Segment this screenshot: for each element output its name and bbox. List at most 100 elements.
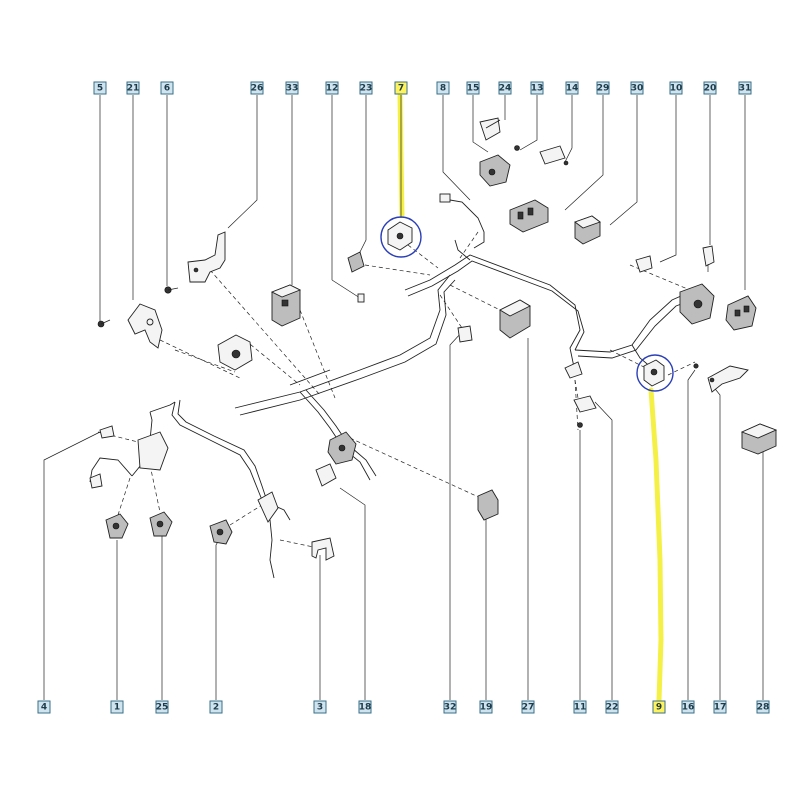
callout-33: 33 — [285, 81, 299, 95]
callout-box — [652, 700, 666, 714]
callout-12: 12 — [325, 81, 339, 95]
callout-26: 26 — [250, 81, 264, 95]
callout-label: 11 — [574, 703, 587, 713]
callout-label: 20 — [704, 84, 717, 94]
callout-label: 30 — [631, 84, 644, 94]
callout-5: 5 — [93, 81, 107, 95]
bracket-part-22 — [573, 395, 597, 413]
callout-label: 14 — [566, 84, 579, 94]
callout-label: 22 — [606, 703, 619, 713]
main-harness — [89, 199, 693, 579]
callout-label: 3 — [317, 703, 323, 713]
module-part-27 — [499, 299, 531, 339]
callout-box — [359, 81, 373, 95]
highlight-marks — [397, 93, 664, 703]
callout-label: 12 — [326, 84, 339, 94]
connector-part-2 — [209, 519, 233, 545]
callout-box — [126, 81, 140, 95]
callout-box — [37, 700, 51, 714]
callout-box — [530, 81, 544, 95]
callout-30: 30 — [630, 81, 644, 95]
clip-part-3 — [311, 537, 335, 561]
callout-22: 22 — [605, 700, 619, 714]
callout-1: 1 — [110, 700, 124, 714]
connector-center-lower — [327, 431, 357, 465]
callout-24: 24 — [498, 81, 512, 95]
callout-18: 18 — [358, 700, 372, 714]
bracket-part-21 — [127, 303, 163, 349]
callout-label: 4 — [41, 703, 47, 713]
callout-box — [596, 81, 610, 95]
callout-box — [713, 700, 727, 714]
connector-part-18 — [315, 463, 337, 487]
bottom-leader-lines — [43, 331, 764, 700]
callout-box — [521, 700, 535, 714]
callout-box — [756, 700, 770, 714]
callout-box — [160, 81, 174, 95]
connector-left-lower — [89, 431, 169, 489]
callout-label: 23 — [360, 84, 373, 94]
callout-2: 2 — [209, 700, 223, 714]
screw-part-13 — [514, 145, 520, 151]
callout-box — [466, 81, 480, 95]
callout-label: 7 — [398, 84, 404, 94]
relay-part-24 — [479, 117, 501, 141]
clip-part-10 — [635, 255, 653, 273]
callout-29: 29 — [596, 81, 610, 95]
callout-19: 19 — [479, 700, 493, 714]
clip-part-19 — [477, 489, 499, 521]
callout-31: 31 — [738, 81, 752, 95]
callout-box — [669, 81, 683, 95]
connector-near-11 — [564, 361, 583, 379]
callout-box — [703, 81, 717, 95]
clip-part-12 — [357, 293, 365, 303]
clip-part-32 — [457, 325, 473, 343]
fuse-holder-part-9 — [636, 354, 674, 392]
callout-label: 13 — [531, 84, 544, 94]
callout-label: 32 — [444, 703, 457, 713]
callout-box — [479, 700, 493, 714]
clip-part-23 — [347, 251, 365, 273]
callout-label: 5 — [97, 84, 103, 94]
callout-label: 31 — [739, 84, 752, 94]
callout-box — [209, 700, 223, 714]
callout-box — [436, 81, 450, 95]
callout-15: 15 — [466, 81, 480, 95]
connector-left-mid — [217, 334, 253, 371]
callout-label: 16 — [682, 703, 695, 713]
callout-label: 28 — [757, 703, 770, 713]
callout-box — [443, 700, 457, 714]
clip-part-4 — [99, 425, 115, 439]
callout-box — [93, 81, 107, 95]
callout-label: 6 — [164, 84, 170, 94]
box-part-28 — [740, 423, 778, 455]
connector-part-31 — [725, 295, 757, 331]
callout-25: 25 — [155, 700, 169, 714]
callout-label: 9 — [656, 703, 662, 713]
callout-box — [325, 81, 339, 95]
callout-box — [605, 700, 619, 714]
dashed-assembly-lines — [97, 231, 696, 549]
callout-label: 17 — [714, 703, 727, 713]
callout-label: 24 — [499, 84, 512, 94]
callout-box — [250, 81, 264, 95]
callout-label: 19 — [480, 703, 493, 713]
callout-label: 27 — [522, 703, 535, 713]
connector-part-25 — [149, 511, 173, 537]
connector-part-8 — [439, 193, 451, 203]
callout-21: 21 — [126, 81, 140, 95]
callout-11: 11 — [573, 700, 587, 714]
callout-box — [358, 700, 372, 714]
callout-label: 26 — [251, 84, 264, 94]
parts — [89, 117, 778, 561]
callout-10: 10 — [669, 81, 683, 95]
callout-box — [110, 700, 124, 714]
callout-23: 23 — [359, 81, 373, 95]
callout-3: 3 — [313, 700, 327, 714]
bolt-part-11 — [577, 422, 583, 428]
callout-box — [681, 700, 695, 714]
callout-9: 9 — [652, 700, 666, 714]
callout-label: 10 — [670, 84, 683, 94]
bracket-part-14 — [539, 145, 569, 166]
